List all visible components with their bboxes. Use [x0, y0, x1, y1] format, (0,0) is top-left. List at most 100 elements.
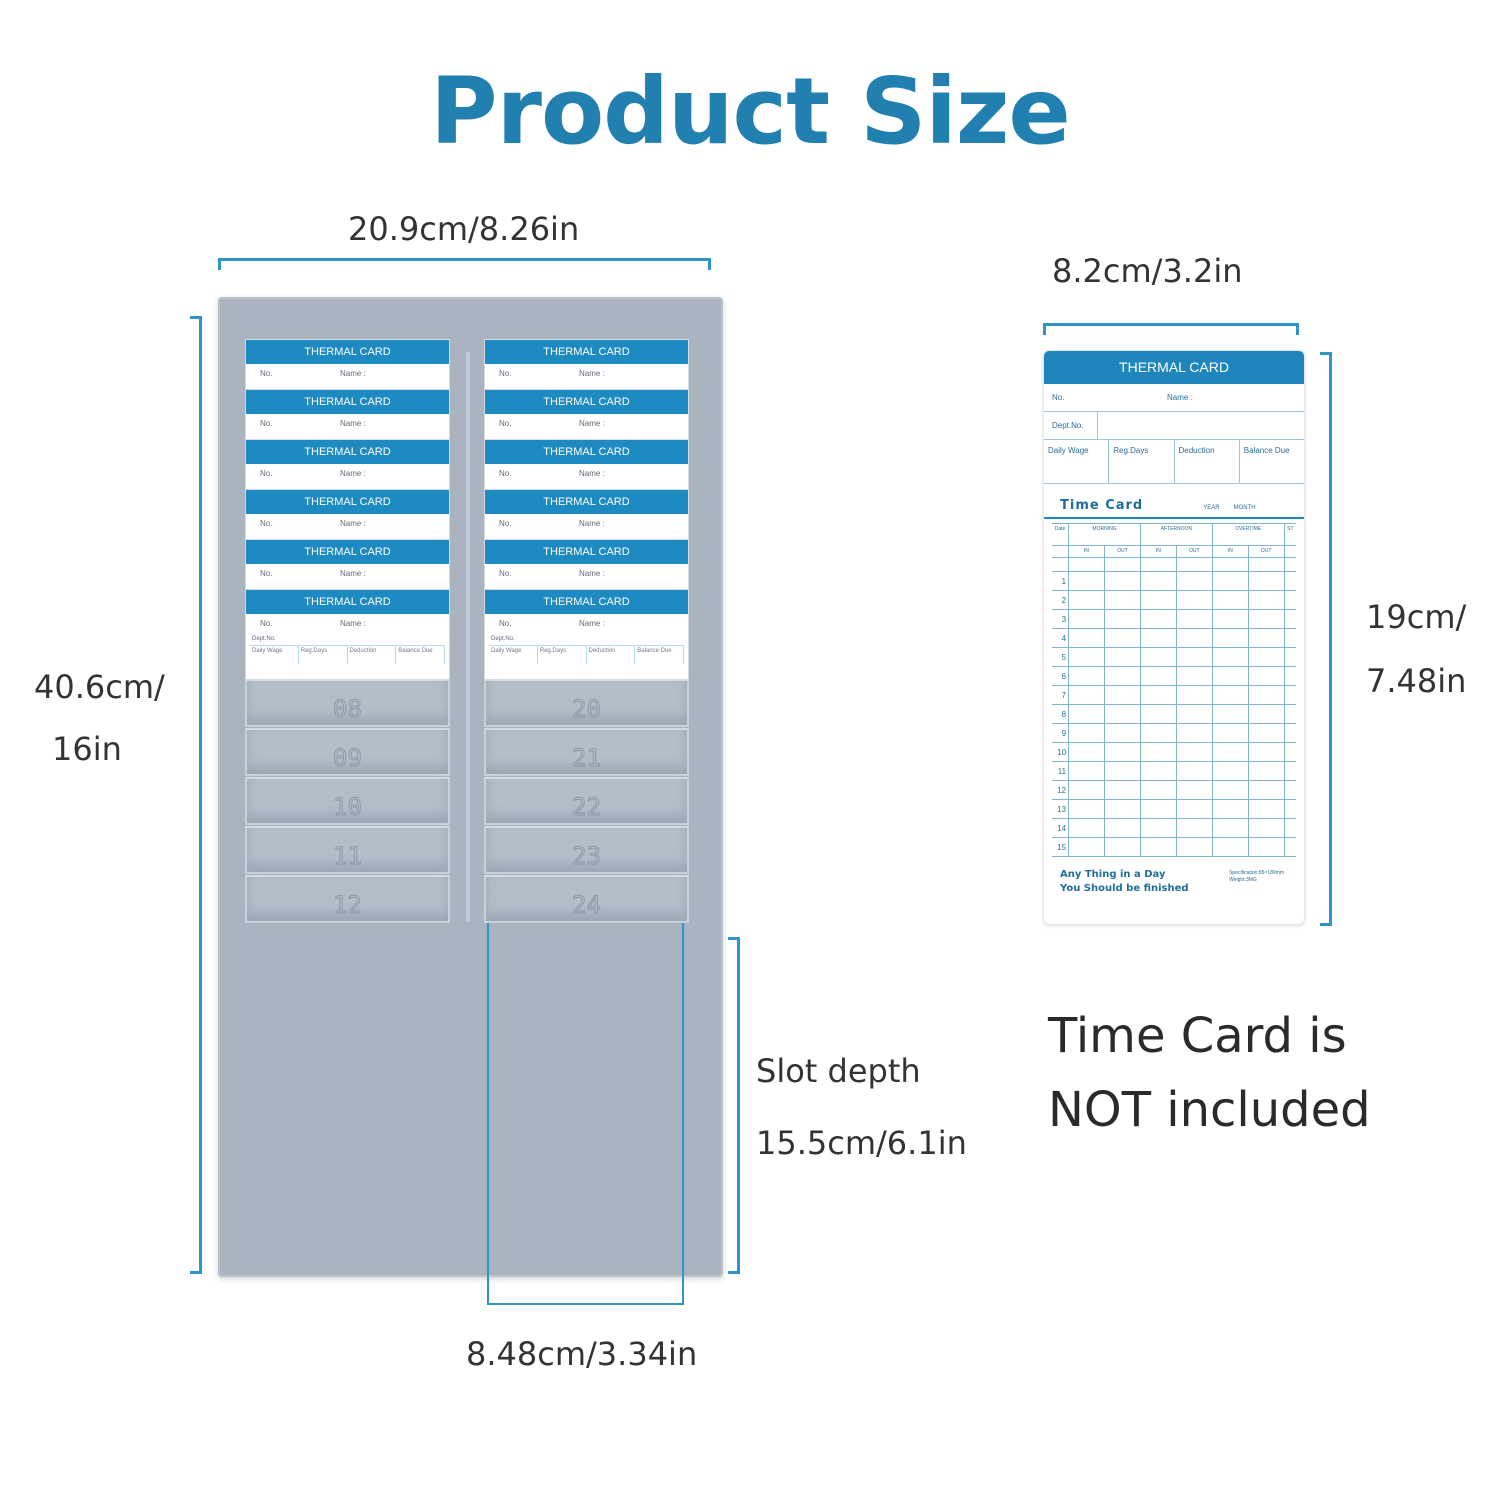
- thermal-card-no: No.: [260, 619, 273, 628]
- timecard-col: Reg.Days: [1109, 440, 1175, 483]
- row-date: 11: [1052, 762, 1070, 780]
- timecard-dept-row: Dept.No.: [1044, 412, 1304, 440]
- row-date: 1: [1052, 572, 1070, 590]
- thermal-card-no: No.: [499, 419, 512, 428]
- thermal-card-no: No.: [260, 469, 273, 478]
- rack-slot: 11: [245, 826, 450, 874]
- rack-height-label-1: 40.6cm/: [34, 668, 165, 706]
- thermal-card-title: THERMAL CARD: [485, 540, 688, 564]
- thermal-card-row: No.Name :: [246, 414, 449, 433]
- thermal-card-title: THERMAL CARD: [246, 340, 449, 364]
- timecard-grid-row: 1: [1052, 572, 1296, 591]
- timecard-col: Balance Due: [1243, 446, 1290, 455]
- rack-width-bracket: [218, 258, 711, 270]
- slot-depth-label: Slot depth: [756, 1052, 921, 1090]
- timecard-year: YEAR: [1203, 505, 1220, 511]
- timecard-height-label-1: 19cm/: [1366, 598, 1467, 636]
- slot-number: 20: [572, 695, 602, 724]
- thermal-card-col: Balance Due: [635, 646, 684, 664]
- thermal-card-no: No.: [260, 369, 273, 378]
- timecard-grid-row: 15: [1052, 838, 1296, 857]
- slot-depth-bracket: [728, 937, 740, 1274]
- rack-slot: 23: [484, 826, 689, 874]
- thermal-card-name: Name :: [340, 519, 366, 528]
- slot-number: 11: [333, 842, 363, 871]
- thermal-card-name: Name :: [340, 469, 366, 478]
- timecard-grid-row: 5: [1052, 648, 1296, 667]
- slot-width-label: 8.48cm/3.34in: [466, 1335, 698, 1373]
- timecard-grid-row: 13: [1052, 800, 1296, 819]
- rack-height-label-2: 16in: [52, 730, 122, 768]
- grid-header-st: ST: [1287, 526, 1294, 532]
- thermal-card-name: Name :: [579, 369, 605, 378]
- timecard-header: THERMAL CARD: [1044, 351, 1304, 384]
- row-date: 7: [1052, 686, 1070, 704]
- timecard-footer: Any Thing in a Day You Should be finishe…: [1060, 868, 1189, 896]
- thermal-card-no: No.: [260, 569, 273, 578]
- row-date: 15: [1052, 838, 1070, 856]
- row-date: 12: [1052, 781, 1070, 799]
- thermal-card-col: Daily Wage: [250, 646, 299, 664]
- thermal-card-title: THERMAL CARD: [246, 590, 449, 614]
- thermal-card-title: THERMAL CARD: [485, 590, 688, 614]
- timecard-grid-row: 12: [1052, 781, 1296, 800]
- timecard-spec-1: Specification:85×189mm: [1229, 870, 1284, 876]
- grid-header-morning: MORNING: [1069, 524, 1141, 545]
- thermal-card-no: No.: [499, 569, 512, 578]
- timecard-spec: Specification:85×189mm Weight:3MG: [1229, 870, 1284, 884]
- grid-subheader: IN: [1141, 546, 1177, 557]
- thermal-card-row: No. Name :: [485, 564, 688, 583]
- timecard-height-label-2: 7.48in: [1366, 662, 1467, 700]
- thermal-card-col: Daily Wage: [489, 646, 538, 664]
- timecard-no: No.: [1052, 393, 1065, 402]
- thermal-card-title: THERMAL CARD: [246, 540, 449, 564]
- thermal-card-name: Name :: [340, 569, 366, 578]
- thermal-card-no: No.: [260, 419, 273, 428]
- timecard-month: MONTH: [1233, 505, 1256, 511]
- timecard-dept: Dept.No.: [1052, 412, 1098, 439]
- row-date: 5: [1052, 648, 1070, 666]
- thermal-card-col: Deduction: [587, 646, 636, 664]
- thermal-card-row: No.Name :: [485, 614, 688, 633]
- timecard-grid-row: 7: [1052, 686, 1296, 705]
- timecard-section-title: Time Card: [1060, 498, 1144, 513]
- notice-line-2: NOT included: [1048, 1082, 1371, 1138]
- thermal-card-row: No. Name :: [246, 564, 449, 583]
- timecard-col: Daily Wage: [1044, 440, 1110, 483]
- thermal-card-col: Balance Due: [396, 646, 445, 664]
- grid-subheader: IN: [1213, 546, 1249, 557]
- thermal-card-name: Name :: [340, 619, 366, 628]
- thermal-card-name: Name :: [579, 569, 605, 578]
- grid-header-overtime: OVERTIME: [1213, 524, 1285, 545]
- slot-width-bracket: [487, 905, 684, 1305]
- row-date: 13: [1052, 800, 1070, 818]
- thermal-card-col: Reg.Days: [299, 646, 348, 664]
- thermal-card-dept: Dept.No.: [252, 636, 276, 642]
- timecard-grid-row: 8: [1052, 705, 1296, 724]
- rack-divider: [466, 352, 470, 922]
- grid-header-afternoon: AFTERNOON: [1141, 524, 1213, 545]
- slot-number: 09: [333, 744, 363, 773]
- timecard-name: Name :: [1167, 393, 1193, 402]
- timecard-title-row: Time Card YEAR MONTH: [1044, 484, 1304, 519]
- timecard-info: No. Name : Dept.No. Daily Wage Reg.Days …: [1044, 384, 1304, 484]
- slot-number: 08: [333, 695, 363, 724]
- row-date: 3: [1052, 610, 1070, 628]
- thermal-card-title: THERMAL CARD: [485, 340, 688, 364]
- thermal-card-name: Name :: [579, 519, 605, 528]
- timecard-grid-row: 2: [1052, 591, 1296, 610]
- timecard-height-bracket: [1320, 352, 1332, 926]
- timecard-grid-row: 10: [1052, 743, 1296, 762]
- timecard-grid-row: 9: [1052, 724, 1296, 743]
- slot-number: 23: [572, 842, 602, 871]
- grid-header-date: Date: [1052, 524, 1070, 545]
- rack-slot: 12: [245, 875, 450, 923]
- thermal-card-title: THERMAL CARD: [246, 440, 449, 464]
- slot-number: 10: [333, 793, 363, 822]
- rack-slot: 21: [484, 728, 689, 776]
